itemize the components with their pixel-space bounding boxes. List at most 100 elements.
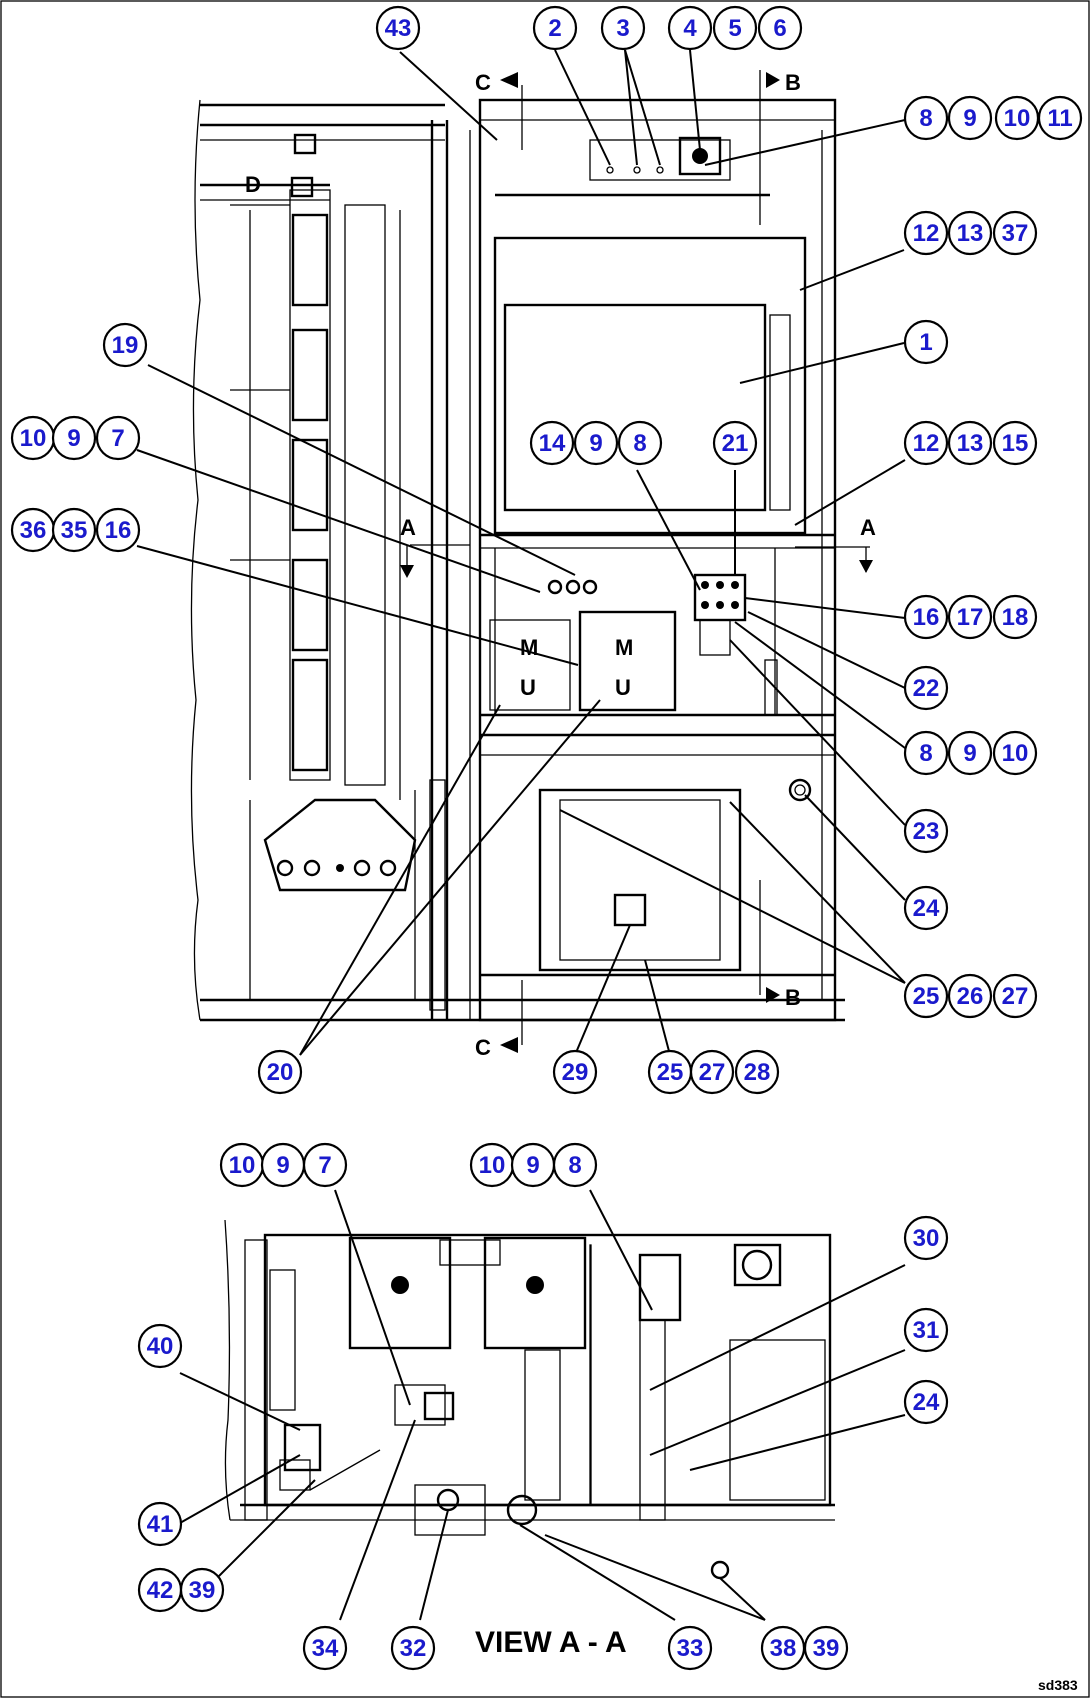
callout-number: 41 <box>147 1511 174 1538</box>
callout-c28: 28 <box>734 1049 780 1095</box>
break-line-bottom-left <box>224 1219 231 1521</box>
callout-circle <box>552 1049 598 1095</box>
callout-circle <box>137 1323 183 1369</box>
callout-number: 10 <box>1002 740 1029 767</box>
callout-number: 28 <box>744 1059 771 1086</box>
callout-number: 8 <box>919 740 932 767</box>
callout-c25b: 25 <box>647 1049 693 1095</box>
callout-c12b: 12 <box>903 420 949 466</box>
callout-c10d: 10 <box>219 1142 265 1188</box>
callout-number: 38 <box>770 1635 797 1662</box>
callout-circle <box>95 415 141 461</box>
callout-c30: 30 <box>903 1215 949 1261</box>
main-cabinet-view <box>190 70 873 1053</box>
callout-c8d: 8 <box>552 1142 598 1188</box>
callout-c31: 31 <box>903 1307 949 1353</box>
callout-circle <box>992 594 1038 640</box>
callout-c11: 11 <box>1037 95 1083 141</box>
callout-number: 12 <box>913 220 940 247</box>
callout-number: 9 <box>589 430 602 457</box>
callout-number: 15 <box>1002 430 1029 457</box>
callout-circle <box>757 5 803 51</box>
callout-c12a: 12 <box>903 210 949 256</box>
section-c-bottom: C <box>475 1035 491 1060</box>
callout-c9d: 9 <box>947 730 993 776</box>
callout-number: 30 <box>913 1225 940 1252</box>
callout-number: 10 <box>20 425 47 452</box>
callout-circle <box>992 210 1038 256</box>
callout-number: 33 <box>677 1635 704 1662</box>
callout-number: 10 <box>229 1152 256 1179</box>
mark-d: D <box>245 172 261 197</box>
coil-left <box>348 1236 452 1350</box>
callout-number: 27 <box>699 1059 726 1086</box>
callout-number: 5 <box>728 15 741 42</box>
callout-c42: 42 <box>137 1567 183 1613</box>
callout-circle <box>903 95 949 141</box>
callout-c13b: 13 <box>947 420 993 466</box>
callout-number: 24 <box>913 1389 940 1416</box>
callout-c35: 35 <box>51 507 97 553</box>
callout-c3: 3 <box>600 5 646 51</box>
callout-number: 42 <box>147 1577 174 1604</box>
callout-number: 9 <box>276 1152 289 1179</box>
callout-c10e: 10 <box>469 1142 515 1188</box>
busbar-stack <box>289 189 331 781</box>
callout-c16a: 16 <box>95 507 141 553</box>
callout-number: 6 <box>773 15 786 42</box>
callout-c20: 20 <box>257 1049 303 1095</box>
callout-number: 25 <box>657 1059 684 1086</box>
callout-circle <box>302 1142 348 1188</box>
callout-c1: 1 <box>903 319 949 365</box>
callout-c2: 2 <box>532 5 578 51</box>
callout-number: 12 <box>913 430 940 457</box>
callout-c9c: 9 <box>573 420 619 466</box>
callout-c10c: 10 <box>992 730 1038 776</box>
callout-circle <box>552 1142 598 1188</box>
callout-circle <box>947 594 993 640</box>
callout-number: 32 <box>400 1635 427 1662</box>
callout-c39b: 39 <box>803 1625 849 1671</box>
callout-number: 31 <box>913 1317 940 1344</box>
callout-c29: 29 <box>552 1049 598 1095</box>
section-a-left: A <box>400 515 416 540</box>
callout-number: 22 <box>913 675 940 702</box>
callout-c9a: 9 <box>947 95 993 141</box>
mounting-plate <box>538 788 742 972</box>
callout-circle <box>903 319 949 365</box>
callout-number: 14 <box>539 430 566 457</box>
callout-number: 10 <box>1004 105 1031 132</box>
callout-number: 9 <box>526 1152 539 1179</box>
callout-circle <box>992 973 1038 1019</box>
callout-c41: 41 <box>137 1501 183 1547</box>
callout-c15: 15 <box>992 420 1038 466</box>
callout-c9b: 9 <box>51 415 97 461</box>
callout-circle <box>95 507 141 553</box>
callout-circle <box>903 420 949 466</box>
callout-number: 43 <box>385 15 412 42</box>
callout-number: 3 <box>616 15 629 42</box>
callout-number: 9 <box>67 425 80 452</box>
callout-c9f: 9 <box>510 1142 556 1188</box>
callout-c10a: 10 <box>994 95 1040 141</box>
callout-circle <box>903 885 949 931</box>
callout-c5: 5 <box>712 5 758 51</box>
mark-u-bottom: U <box>520 675 536 700</box>
section-b-bottom: B <box>785 985 801 1010</box>
callout-c16b: 16 <box>903 594 949 640</box>
callout-c7a: 7 <box>95 415 141 461</box>
callout-c7b: 7 <box>302 1142 348 1188</box>
callout-circle <box>734 1049 780 1095</box>
callout-c21: 21 <box>712 420 758 466</box>
callout-circle <box>803 1625 849 1671</box>
callout-circle <box>600 5 646 51</box>
callout-number: 39 <box>813 1635 840 1662</box>
motor-left <box>489 619 571 711</box>
callout-circle <box>137 1501 183 1547</box>
callout-c24b: 24 <box>903 1379 949 1425</box>
callout-circle <box>179 1567 225 1613</box>
callout-number: 7 <box>318 1152 331 1179</box>
callout-circle <box>903 808 949 854</box>
